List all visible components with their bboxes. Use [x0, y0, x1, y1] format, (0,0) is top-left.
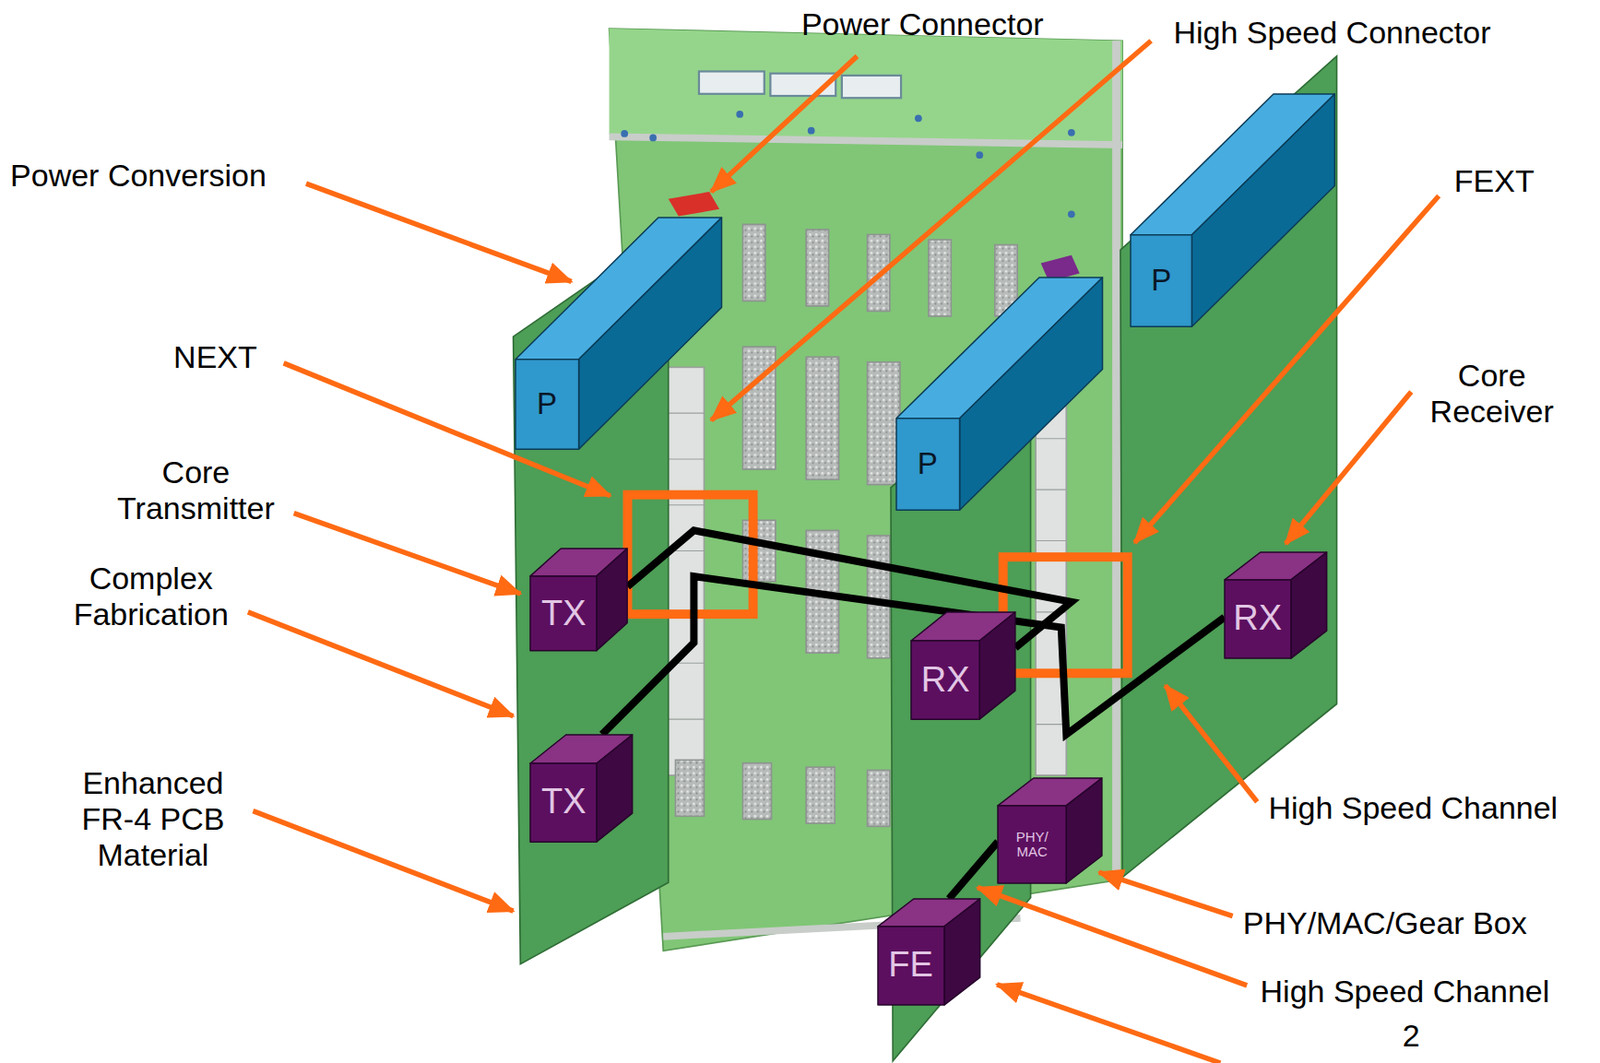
node-label: P: [917, 447, 938, 481]
callout-label: 2: [1402, 1018, 1421, 1055]
node-label: P: [536, 387, 558, 421]
power-module-block: P: [515, 217, 723, 450]
callout-label-box: Core Transmitter: [117, 454, 275, 527]
callout-label-box: High Speed Channel: [1268, 790, 1558, 827]
callout-label-box: Complex Fabrication: [73, 560, 229, 633]
board-top-band: [609, 28, 1124, 143]
front-face: [1130, 234, 1192, 327]
callout-label-box: Power Conversion: [10, 157, 267, 194]
chip-cube: PHY/ MAC: [997, 778, 1103, 884]
chip-cube: FE: [877, 899, 981, 1006]
node-label: P: [1150, 263, 1172, 297]
side-face: [1191, 94, 1335, 327]
callout-label: High Speed Connector: [1173, 14, 1491, 51]
power-connector: [668, 191, 720, 217]
side-face: [1066, 778, 1103, 884]
chip-cube: RX: [1224, 552, 1328, 659]
daughter-cards: [513, 56, 1338, 1062]
callout-label-box: PHY/MAC/Gear Box: [1243, 905, 1528, 942]
front-face-text-area: RX: [1224, 579, 1292, 658]
callout-label-box: NEXT: [173, 339, 258, 376]
frame-rail: [1112, 40, 1121, 878]
node-label: PHY/ MAC: [1016, 829, 1049, 861]
callout-label: Enhanced FR-4 PCB Material: [53, 765, 252, 874]
callout-label-box: FEXT: [1454, 163, 1535, 200]
backplane-board: [609, 28, 1124, 951]
front-face-text-area: P: [1130, 234, 1192, 327]
side-face: [578, 217, 722, 450]
chip-cube: TX: [530, 548, 628, 652]
callout-label: High Speed Channel: [1260, 973, 1551, 1010]
channel-line: [948, 841, 998, 900]
channel-line: [602, 576, 1225, 735]
node-label: TX: [541, 594, 587, 634]
side-face: [596, 548, 628, 652]
front-face-text-area: RX: [911, 640, 980, 720]
callout-label-box: Power Connector: [801, 6, 1044, 43]
front-face: [911, 640, 980, 720]
callout-label: Power Connector: [801, 6, 1044, 43]
node-label: TX: [541, 782, 587, 822]
chip-cube: RX: [911, 612, 1016, 720]
front-face: [997, 805, 1067, 884]
power-module-block: P: [1130, 94, 1335, 327]
callout-label: NEXT: [173, 339, 258, 376]
front-face: [515, 358, 580, 449]
callout-label-box: 2: [1402, 1018, 1421, 1055]
front-face: [530, 763, 597, 842]
front-face: [1224, 579, 1292, 658]
cuboid-outline: [997, 778, 1103, 884]
front-face: [877, 926, 945, 1006]
side-face: [944, 899, 981, 1006]
front-face-text-area: FE: [877, 926, 945, 1006]
callout-label: Core Receiver: [1430, 357, 1554, 430]
front-face-text-area: PHY/ MAC: [997, 805, 1067, 884]
front-face-text-area: TX: [530, 763, 597, 842]
callout-label-box: Enhanced FR-4 PCB Material: [53, 765, 252, 874]
crosstalk-zones: [628, 495, 1128, 675]
side-face: [1291, 552, 1328, 659]
front-face: [530, 576, 597, 652]
frame-rail: [609, 136, 1124, 145]
side-face: [959, 277, 1103, 510]
left-tall-connector: [664, 367, 704, 776]
node-label: FE: [888, 946, 934, 985]
side-face: [596, 734, 633, 842]
node-label: RX: [1232, 599, 1282, 639]
node-label: RX: [921, 661, 971, 700]
callout-label-box: High Speed Connector: [1173, 14, 1491, 51]
side-face: [979, 612, 1016, 720]
board: [609, 28, 1124, 951]
power-module-block: P: [896, 277, 1103, 510]
chip-cube: TX: [530, 734, 633, 842]
right-card: [1120, 56, 1338, 878]
callout-label: Power Conversion: [10, 157, 267, 194]
callout-label: PHY/MAC/Gear Box: [1243, 905, 1528, 942]
front-face-text-area: TX: [530, 576, 597, 652]
callout-label: Complex Fabrication: [73, 560, 229, 633]
callout-label-box: Core Receiver: [1430, 357, 1554, 430]
front-face-text-area: P: [896, 418, 960, 511]
front-face-text-area: P: [515, 358, 580, 449]
front-face: [896, 418, 960, 511]
callout-label-box: High Speed Channel: [1260, 973, 1551, 1010]
top-connectors: [699, 71, 901, 98]
right-tall-connector: [1035, 387, 1067, 775]
callout-label: FEXT: [1454, 163, 1535, 200]
callout-label: Core Transmitter: [117, 454, 275, 527]
callout-label: High Speed Channel: [1268, 790, 1558, 827]
